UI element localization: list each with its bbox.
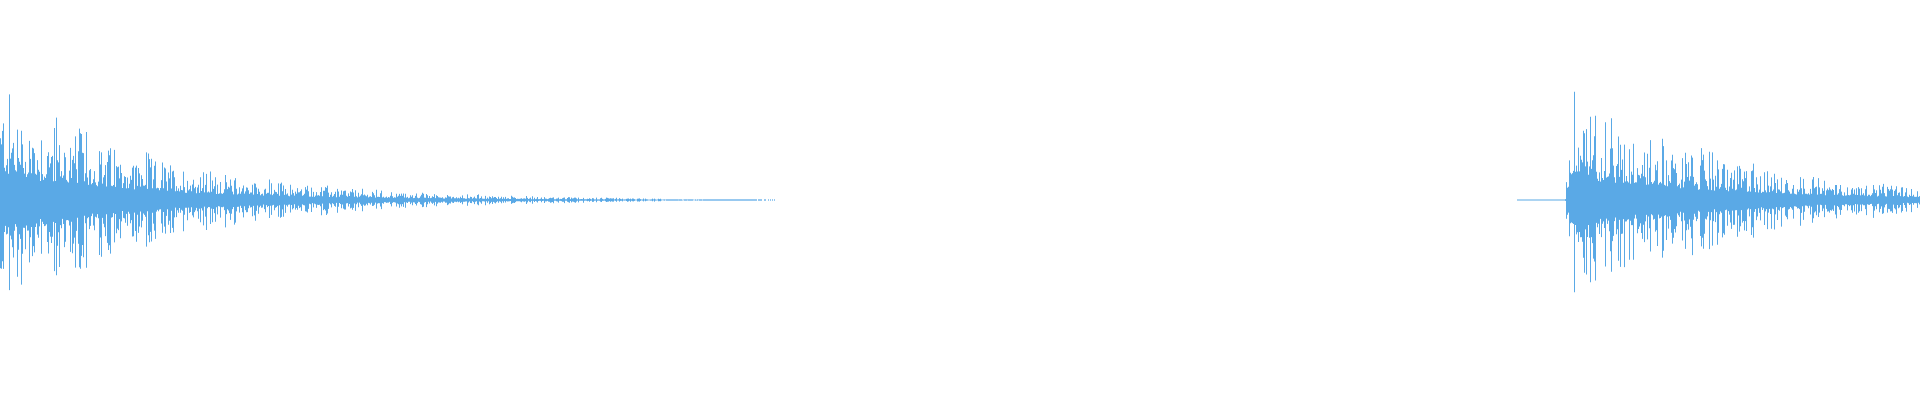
waveform-group [0, 91, 1920, 293]
waveform-trace [0, 91, 1920, 293]
